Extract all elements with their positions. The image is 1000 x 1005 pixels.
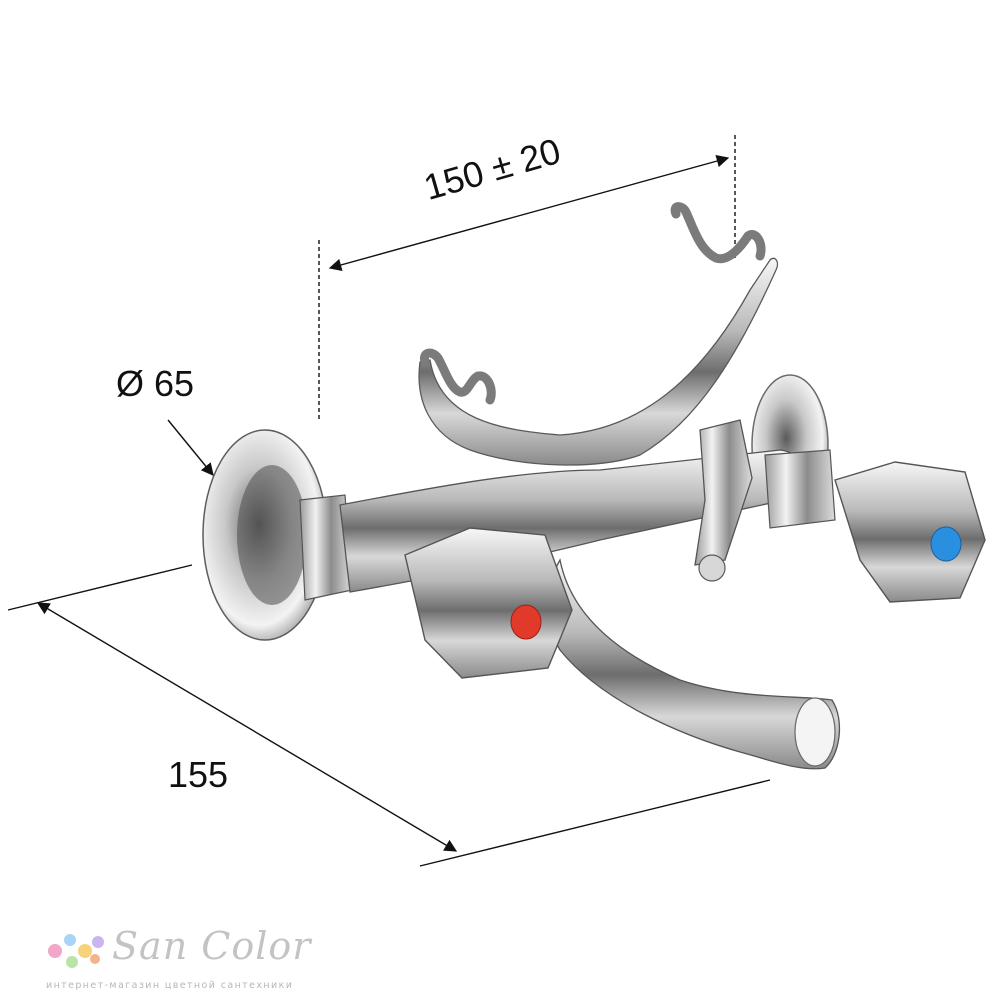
right-connector xyxy=(764,449,836,529)
holder-hook-right xyxy=(670,202,766,264)
diverter-lever xyxy=(694,419,753,566)
lever-pivot xyxy=(698,554,726,582)
logo-dot xyxy=(48,944,62,958)
logo-tagline: интернет-магазин цветной сантехники xyxy=(46,980,294,991)
bath-spout xyxy=(548,558,841,770)
cold-indicator xyxy=(930,526,962,562)
logo-dot xyxy=(90,954,100,964)
logo-name: San Color xyxy=(112,924,312,968)
width-dimension-line xyxy=(328,154,730,272)
dimension-lines xyxy=(7,135,771,867)
logo-dot xyxy=(66,956,78,968)
logo-dot xyxy=(64,934,76,946)
diameter-dimension-label: Ø 65 xyxy=(116,363,195,404)
logo-dot xyxy=(78,944,92,958)
depth-dimension-line xyxy=(36,602,458,852)
cold-handle xyxy=(834,461,986,603)
shower-holder xyxy=(418,257,779,466)
depth-extension-top xyxy=(7,564,193,611)
logo-dot xyxy=(92,936,104,948)
diameter-leader-line xyxy=(167,419,214,476)
faucet-illustration xyxy=(202,202,986,770)
depth-extension-bottom xyxy=(419,779,771,867)
depth-dimension-label: 155 xyxy=(168,754,229,795)
hot-indicator xyxy=(510,604,542,640)
holder-hook-left xyxy=(420,348,496,405)
hot-handle xyxy=(404,527,573,679)
